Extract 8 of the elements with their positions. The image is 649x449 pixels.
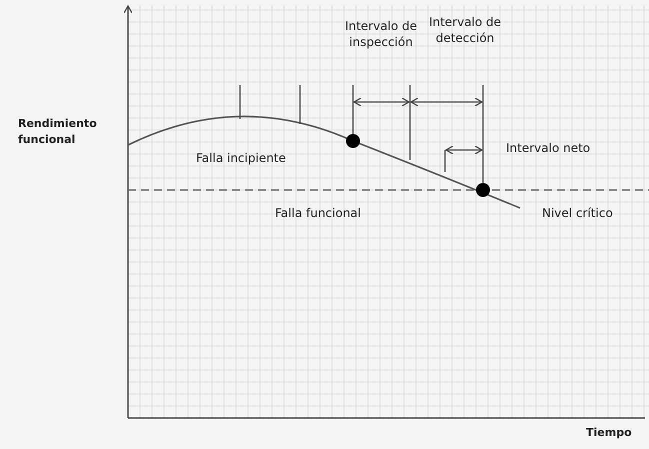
- interval-label: Intervalo de detección: [428, 14, 502, 46]
- axis-title: Rendimiento funcional: [18, 116, 98, 148]
- level-label: Nivel crítico: [542, 205, 614, 221]
- axis-title: Tiempo: [586, 425, 633, 441]
- interval-label: Intervalo de inspección: [344, 18, 418, 50]
- region-label: Falla funcional: [275, 205, 362, 221]
- region-label: Falla incipiente: [196, 150, 287, 166]
- interval-label: Intervalo neto: [506, 140, 592, 156]
